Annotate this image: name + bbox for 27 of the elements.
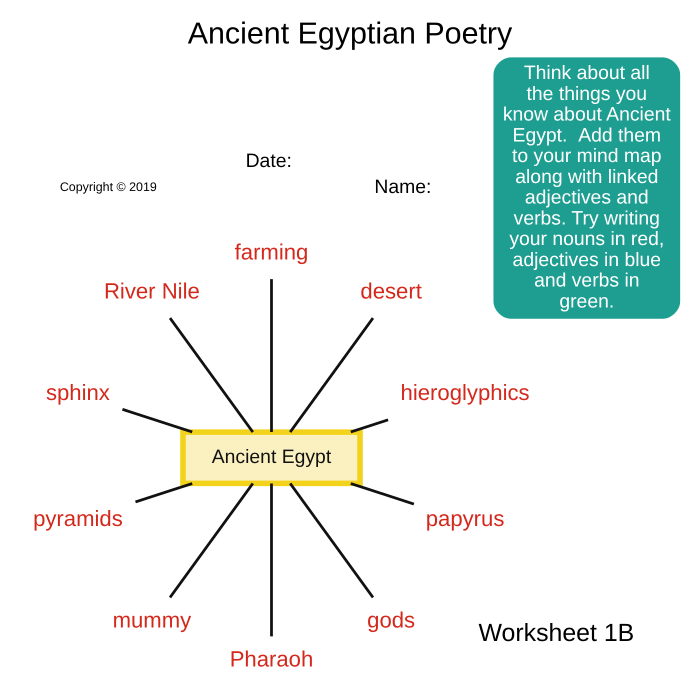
node-text: farming: [234, 239, 308, 264]
label: Think about all the things you know about Ancient Egypt. Add them to your mind map along with linked adjectives and verbs. Try writing your nouns in red, adjectives in blue and verbs in green.: [502, 62, 671, 312]
node-text: gods: [367, 608, 416, 633]
node-text: pyramids: [33, 506, 123, 531]
connector: [350, 418, 389, 434]
node-text: sphinx: [46, 380, 110, 406]
node-text: desert: [360, 278, 422, 304]
label: Worksheet 1B: [478, 618, 634, 647]
node-text: hieroglyphics: [400, 380, 530, 406]
connector: [289, 317, 374, 433]
connector: [168, 482, 254, 598]
label: Date:: [246, 150, 292, 172]
connector: [289, 482, 374, 598]
node-text: papyrus: [426, 506, 504, 531]
label: Copyright © 2019: [60, 180, 157, 194]
node-box: Ancient Egypt: [180, 429, 363, 486]
node-text: River Nile: [104, 278, 200, 304]
connector: [350, 482, 414, 506]
connector: [122, 408, 193, 434]
diagram-title: Ancient Egyptian Poetry: [188, 16, 512, 51]
connector: [270, 279, 273, 432]
node-text: Pharaoh: [230, 646, 314, 672]
node-text: mummy: [112, 608, 192, 633]
connector: [270, 484, 273, 636]
label: Name:: [374, 176, 432, 198]
connector: [135, 482, 193, 504]
connector: [168, 317, 254, 433]
